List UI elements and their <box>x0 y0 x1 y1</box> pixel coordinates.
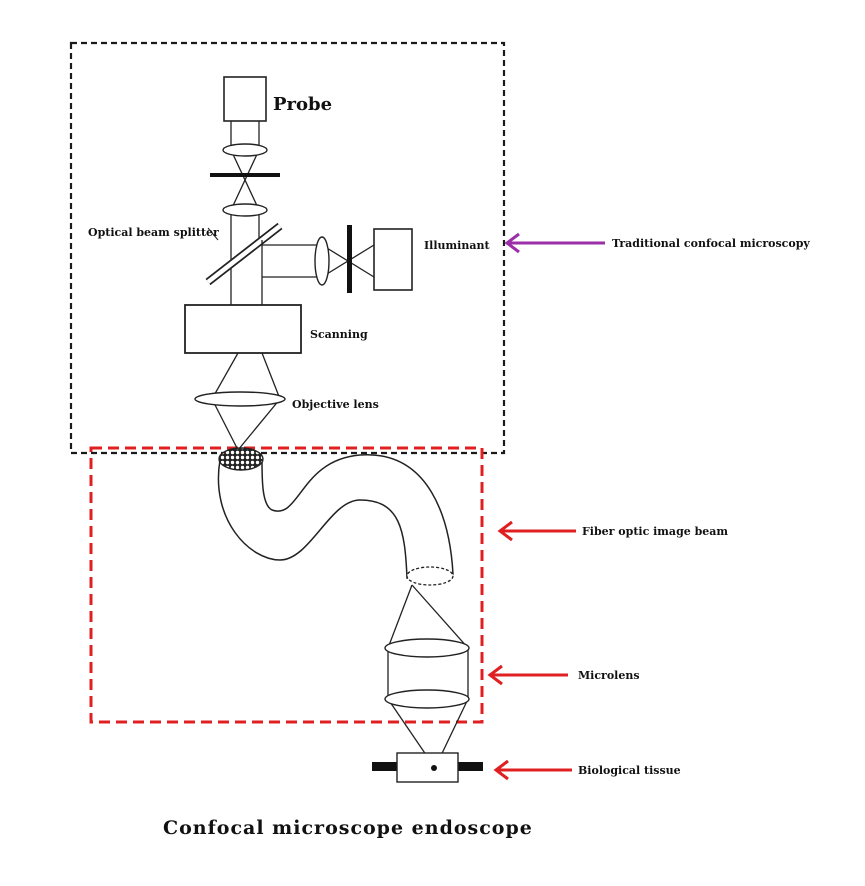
objective-beam-path <box>211 352 281 451</box>
biological-tissue-sample <box>396 752 459 783</box>
fiber-optic-label: Fiber optic image beam <box>582 525 728 538</box>
biological-tissue-label: Biological tissue <box>578 764 681 777</box>
probe-label: Probe <box>273 94 332 115</box>
fiber-entrance-face <box>218 447 264 471</box>
objective-lens <box>194 391 286 407</box>
arrow-traditional <box>504 232 605 254</box>
pinhole-aperture-illuminant <box>347 225 352 293</box>
illuminant-source <box>373 228 413 291</box>
microlens-label: Microlens <box>578 669 640 682</box>
scanning-label: Scanning <box>310 328 368 341</box>
traditional-confocal-box <box>69 41 506 455</box>
illuminant-lens <box>314 236 330 286</box>
probe-detector <box>223 76 267 122</box>
microlens-beam-path <box>387 584 469 769</box>
arrow-microlens <box>487 664 568 686</box>
fiber-exit-face <box>406 566 454 586</box>
endoscope-box <box>89 446 484 724</box>
fiber-optic-bundle <box>217 454 454 579</box>
tissue-holder-right <box>458 762 483 771</box>
probe-lens-top <box>222 143 268 157</box>
illuminant-label: Illuminant <box>424 239 490 252</box>
traditional-confocal-label: Traditional confocal microscopy <box>612 237 810 250</box>
pinhole-aperture-probe <box>210 173 280 177</box>
arrow-fiber <box>497 520 576 542</box>
scanning-unit <box>184 304 302 354</box>
arrow-tissue <box>493 759 572 781</box>
probe-lens-bottom <box>222 203 268 217</box>
microlens-lower <box>384 689 470 709</box>
microlens-upper <box>384 638 470 658</box>
optical-beam-splitter-label: Optical beam splitter <box>88 226 219 239</box>
tissue-holder-left <box>372 762 397 771</box>
splitter-pointer <box>207 227 219 241</box>
focal-point <box>431 765 437 771</box>
diagram-title: Confocal microscope endoscope <box>163 817 533 839</box>
objective-lens-label: Objective lens <box>292 398 379 411</box>
